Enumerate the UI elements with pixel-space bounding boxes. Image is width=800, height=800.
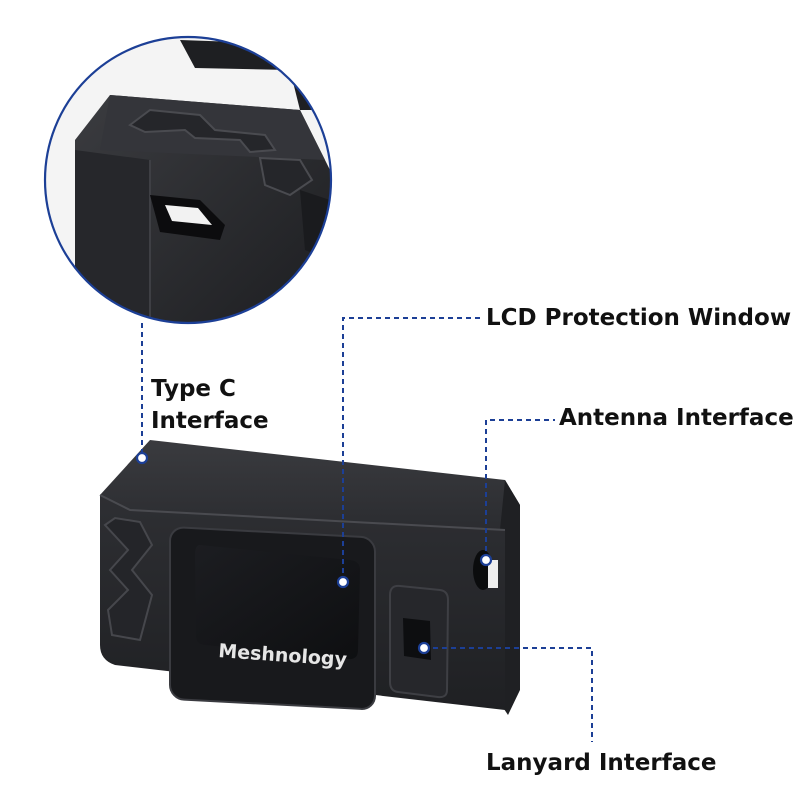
type-c-label-line2: Interface	[151, 408, 269, 434]
zoom-detail	[43, 35, 333, 325]
callout-dots	[135, 451, 493, 655]
lcd-protection-window-label: LCD Protection Window	[486, 305, 792, 331]
type-c-label-line1: Type C	[151, 376, 236, 402]
lcd-callout-line	[342, 317, 482, 582]
type-c-interface-label: Type C Interface	[151, 373, 269, 437]
lanyard-interface-label: Lanyard Interface	[486, 750, 717, 776]
antenna-dot	[479, 553, 493, 567]
lcd-dot	[336, 575, 350, 589]
antenna-callout-line	[485, 419, 555, 560]
lanyard-dot	[417, 641, 431, 655]
typec-dot	[135, 451, 149, 465]
lanyard-callout-line	[424, 647, 593, 742]
antenna-interface-label: Antenna Interface	[559, 405, 794, 431]
device-body	[99, 440, 520, 715]
callout-lines	[141, 317, 593, 742]
